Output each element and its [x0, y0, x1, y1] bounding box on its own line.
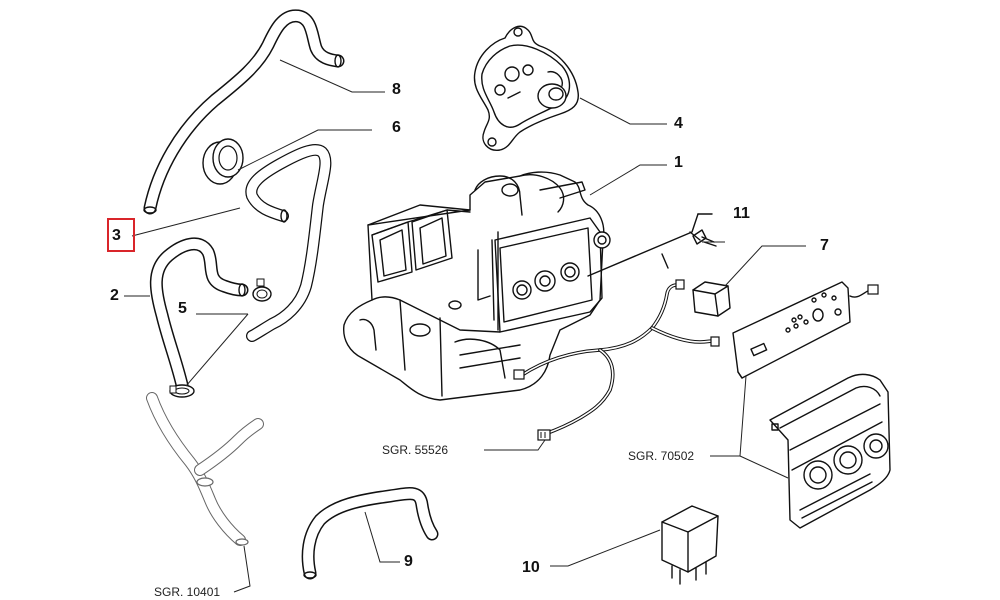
wiring-harness-sgr-55526 [513, 279, 720, 441]
callout-7: 7 [820, 237, 829, 254]
callout-labels: 8 6 4 1 3 2 5 11 7 9 10 [107, 81, 829, 576]
callout-8: 8 [392, 81, 401, 98]
hose-part-8 [143, 9, 345, 215]
reference-hose-sgr-10401 [146, 392, 264, 546]
callout-9: 9 [404, 553, 413, 570]
hose-clamp-part-5 [169, 278, 272, 398]
hose-part-3 [245, 143, 332, 342]
seal-ring-part-6 [202, 138, 244, 185]
reference-sgr-55526: SGR. 55526 [382, 443, 448, 457]
reference-labels: SGR. 55526 SGR. 70502 SGR. 10401 [154, 443, 694, 599]
control-panel-sgr-70502 [732, 281, 891, 529]
switch-part-7 [692, 281, 731, 317]
callout-2: 2 [110, 287, 119, 304]
callout-3: 3 [112, 227, 121, 244]
hose-part-9 [301, 487, 439, 580]
callout-6: 6 [392, 119, 401, 136]
relay-part-10 [661, 505, 719, 585]
mounting-bracket-part-4 [473, 25, 579, 151]
reference-sgr-10401: SGR. 10401 [154, 585, 220, 599]
screw-part-11 [587, 213, 717, 277]
leader-lines [124, 59, 806, 593]
hose-part-2 [149, 237, 249, 392]
callout-3-highlight-box [107, 218, 135, 252]
callout-10: 10 [522, 559, 540, 576]
reference-sgr-70502: SGR. 70502 [628, 449, 694, 463]
heater-housing-part-1 [343, 171, 611, 401]
callout-11: 11 [733, 205, 750, 222]
callout-1: 1 [674, 154, 683, 171]
callout-5: 5 [178, 300, 187, 317]
callout-4: 4 [674, 115, 683, 132]
